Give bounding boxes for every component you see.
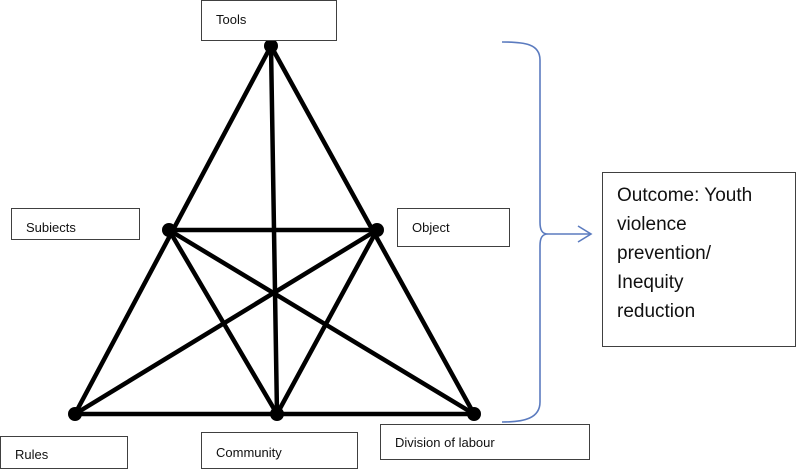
tools-label-text: Tools [216, 12, 247, 27]
subjects-label: Subiects [11, 208, 140, 240]
division-of-labour-label-text: Division of labour [395, 434, 495, 450]
node-dot-division [467, 407, 481, 421]
edge-object-community [274, 227, 380, 417]
tools-label: Tools [201, 0, 337, 41]
node-dot-rules [68, 407, 82, 421]
outcome-box: Outcome: Youth violence prevention/ Ineq… [602, 172, 796, 347]
community-label: Community [201, 432, 358, 469]
subjects-label-text: Subiects [26, 219, 76, 235]
division-of-labour-label: Division of labour [380, 424, 590, 460]
object-label-text: Object [412, 220, 450, 235]
edge-object-rules [72, 227, 380, 417]
node-dot-object [370, 223, 384, 237]
outcome-arrow-head [577, 225, 593, 243]
object-label: Object [397, 208, 510, 247]
node-dot-community [270, 407, 284, 421]
rules-label: Rules [0, 436, 128, 469]
node-dot-tools [264, 39, 278, 53]
node-dot-subjects [162, 223, 176, 237]
edge-subjects-division [166, 227, 477, 417]
rules-label-text: Rules [15, 447, 49, 462]
community-label-text: Community [216, 445, 282, 460]
